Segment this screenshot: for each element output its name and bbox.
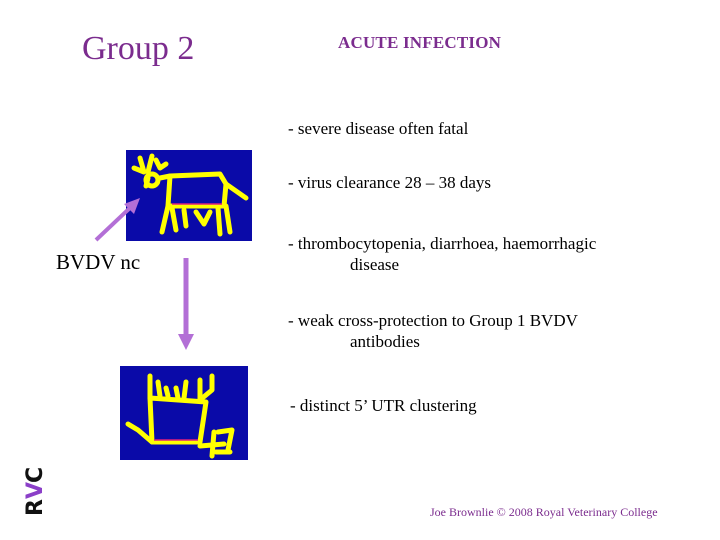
bullet-text: - virus clearance 28 – 38 days <box>288 173 491 192</box>
rvc-logo-icon: R V C <box>23 467 48 516</box>
cow-image-inverted <box>120 366 248 460</box>
down-arrow-icon <box>178 258 194 350</box>
slide-title: Group 2 <box>82 30 195 67</box>
bullet-text: - weak cross-protection to Group 1 BVDV <box>288 311 578 330</box>
logo-letter-c: C <box>23 467 48 483</box>
bullet-continuation: antibodies <box>350 332 420 351</box>
bullet-item: - virus clearance 28 – 38 days <box>288 172 491 193</box>
logo-letter-r: R <box>23 499 48 516</box>
bullet-text: - thrombocytopenia, diarrhoea, haemorrha… <box>288 234 597 253</box>
cow-image-upright <box>126 150 252 241</box>
section-heading: ACUTE INFECTION <box>338 33 502 52</box>
bullet-text: - severe disease often fatal <box>288 119 469 138</box>
bullet-text: - distinct 5’ UTR clustering <box>290 396 477 415</box>
bullet-item: - thrombocytopenia, diarrhoea, haemorrha… <box>288 233 596 275</box>
bullet-continuation: disease <box>350 255 400 274</box>
cow-upright-icon <box>131 153 249 237</box>
copyright-footer: Joe Brownlie © 2008 Royal Veterinary Col… <box>430 505 658 519</box>
bullet-item: - distinct 5’ UTR clustering <box>290 395 477 416</box>
bullet-item: - severe disease often fatal <box>288 118 468 139</box>
bullet-item: - weak cross-protection to Group 1 BVDV … <box>288 310 578 352</box>
cow-inverted-icon <box>125 373 235 459</box>
diagonal-arrow-icon <box>94 198 140 242</box>
rvc-logo: R V C <box>14 460 48 520</box>
logo-letter-v: V <box>23 482 48 499</box>
virus-label: BVDV nc <box>56 250 141 274</box>
